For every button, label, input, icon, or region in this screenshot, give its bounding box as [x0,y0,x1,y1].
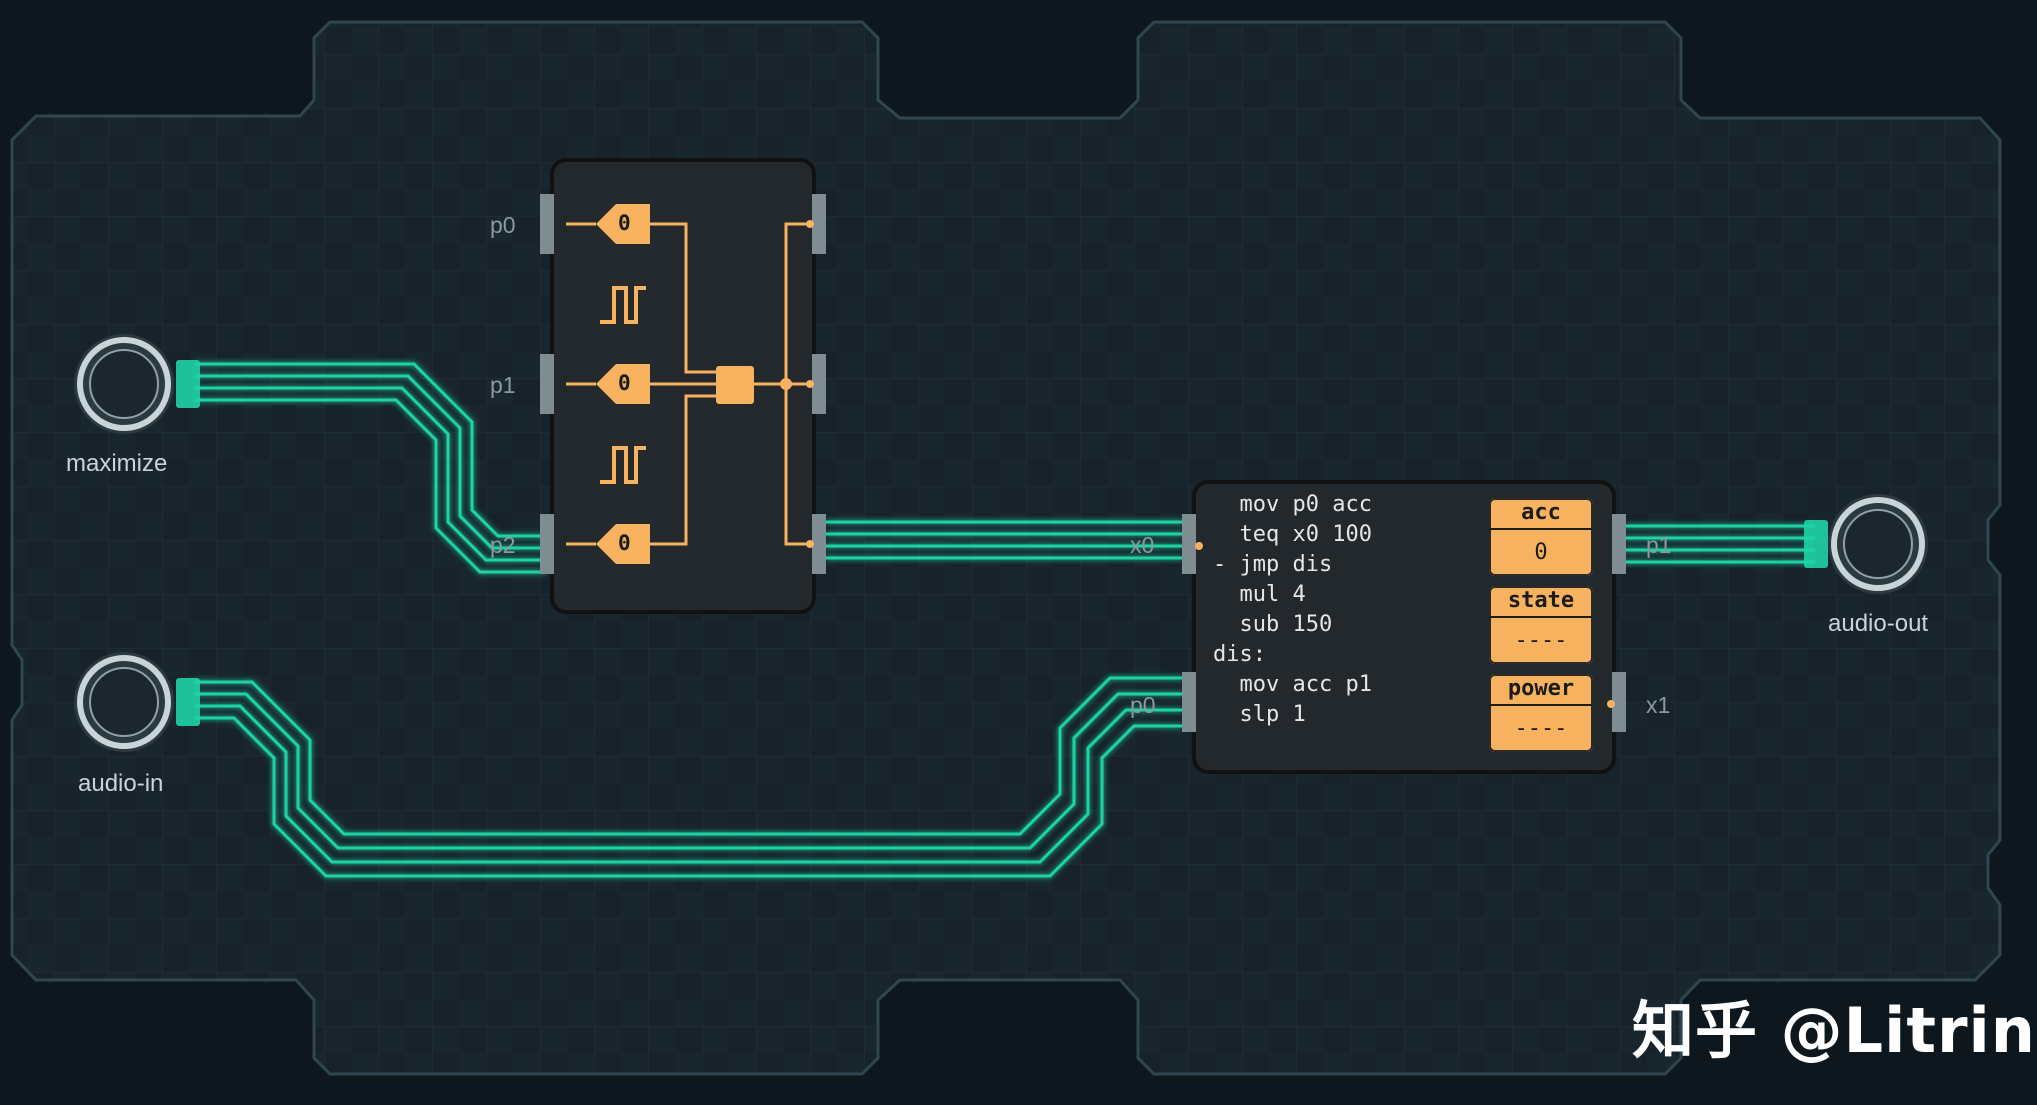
watermark-text: 知乎 @Litrin [1632,994,2036,1067]
register-power: power ---- [1489,674,1593,752]
pin-indicator [806,380,814,388]
code-line: mul 4 [1213,582,1306,607]
mc-code-editor[interactable]: mov p0 acc teq x0 100 - jmp dis mul 4 su… [1213,492,1483,752]
dx-pin-p0-label: p0 [490,212,516,238]
audio-in-input-port[interactable] [74,652,200,752]
code-line: dis: [1213,642,1266,667]
mc-pin-p1-label: p1 [1646,532,1672,558]
code-line: teq x0 100 [1213,522,1372,547]
maximize-input-port[interactable] [74,334,200,434]
dx-gate-3 [596,524,650,564]
audio-out-output-port[interactable] [1804,494,1928,594]
maximize-label: maximize [66,450,168,477]
code-line: sub 150 [1213,612,1333,637]
wire-mc-to-audio-out [1625,524,1815,564]
register-acc: acc 0 [1489,498,1593,576]
mc-pin-x1-label: x1 [1646,692,1671,718]
mc-pin-x0-label: x0 [1130,532,1155,558]
dx-pin-p1-label: p1 [490,372,516,398]
register-name: state [1489,586,1593,618]
audio-out-label: audio-out [1828,610,1929,637]
wire-maximize [195,362,546,574]
pin-indicator [806,220,814,228]
register-name: acc [1489,498,1593,530]
code-line: slp 1 [1213,702,1306,727]
pulse-wave-icon [600,286,646,324]
register-value: ---- [1514,716,1568,741]
wire-dx-to-mc [826,520,1183,560]
register-value: ---- [1514,628,1568,653]
pin-indicator [1607,700,1615,708]
register-value: 0 [1534,540,1548,565]
dx-gate-1 [596,204,650,244]
code-line: mov p0 acc [1213,492,1372,517]
register-state: state ---- [1489,586,1593,664]
pin-indicator [1195,542,1203,550]
wire-audio-in [195,676,1183,878]
audio-in-label: audio-in [78,770,164,797]
pin-indicator [806,540,814,548]
dx-gate-1-value: 0 [618,211,631,235]
register-name: power [1489,674,1593,706]
circuit-board [10,20,2002,1076]
dx-and-node [716,366,754,404]
dx-gate-2-value: 0 [618,371,631,395]
dx-gate-2 [596,364,650,404]
dx-gate-3-value: 0 [618,531,631,555]
dx-pin-p2-label: p2 [490,532,516,558]
dx-logic-chip[interactable] [540,158,826,614]
mc-pin-p0-label: p0 [1130,692,1156,718]
pulse-wave-icon [600,446,646,484]
code-line: - jmp dis [1213,552,1333,577]
code-line: mov acc p1 [1213,672,1372,697]
dx-junction-dot [780,378,792,390]
